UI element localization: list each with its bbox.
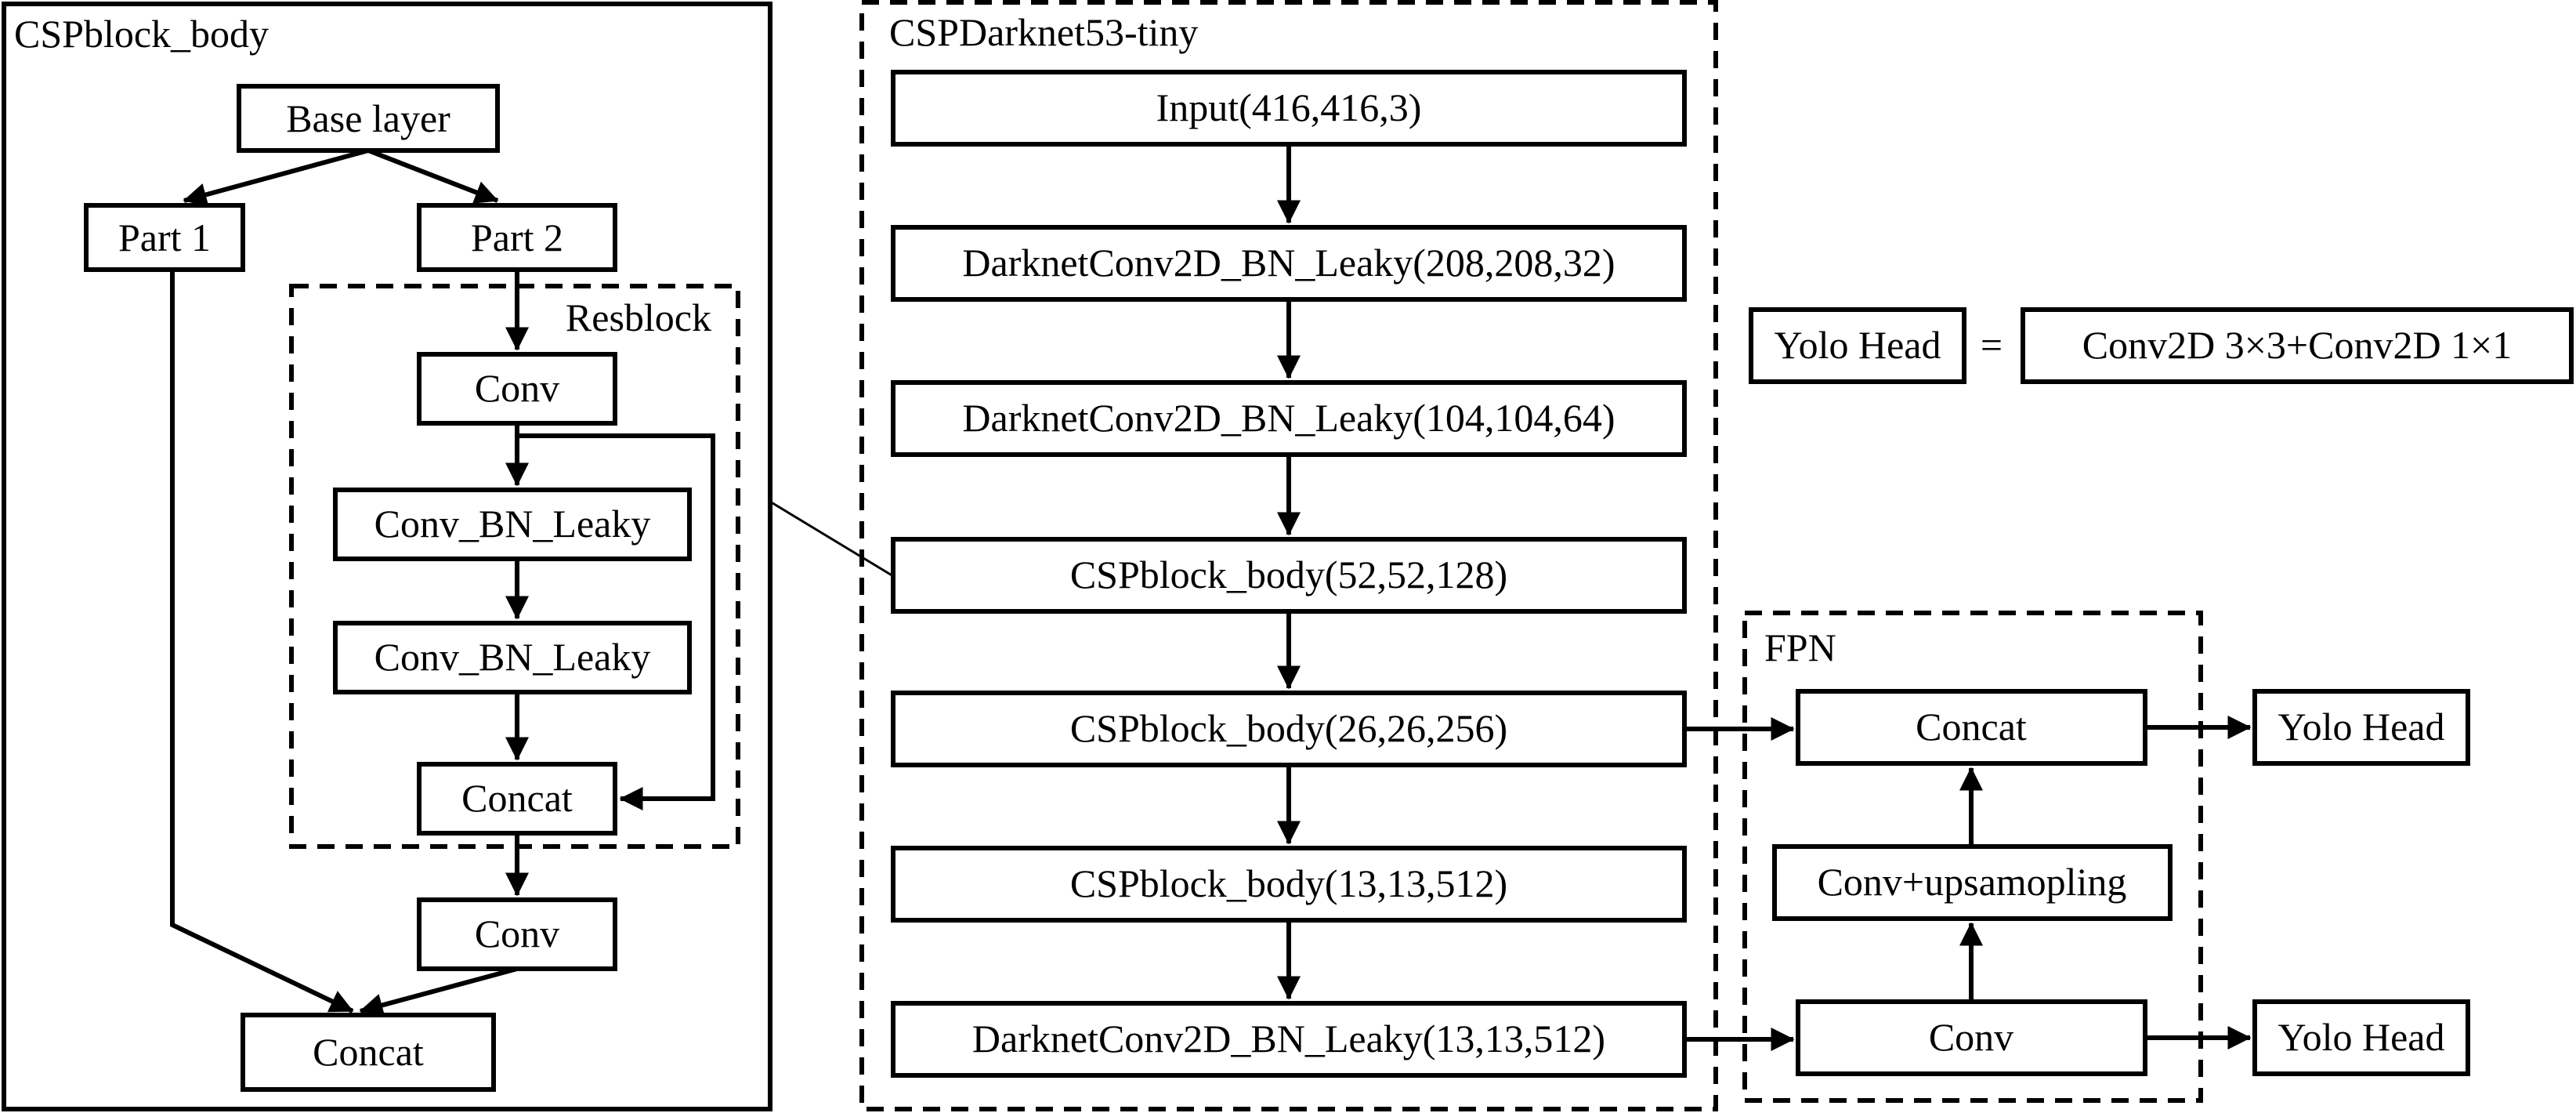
csp-concat-label: Concat [313, 1030, 424, 1074]
base-layer-node: Base layer [237, 84, 500, 153]
backbone-layer-label: CSPblock_body(52,52,128) [1070, 553, 1507, 596]
backbone-frame [859, 0, 1718, 1111]
legend-yolo-head-box [1749, 307, 1966, 384]
legend-yolo-head-label: Yolo Head [1775, 323, 1941, 367]
backbone-layer-csp-52: CSPblock_body(52,52,128) [891, 537, 1687, 614]
arrow-residual-shortcut [517, 433, 715, 810]
csp-block-title: CSPblock_body [14, 12, 269, 56]
yolo-head-bottom-label: Yolo Head [2278, 1015, 2445, 1059]
backbone-layer-csp-13: CSPblock_body(13,13,512) [891, 846, 1687, 923]
backbone-layer-label: DarknetConv2D_BN_Leaky(104,104,64) [962, 396, 1615, 440]
backbone-layer-label: CSPblock_body(13,13,512) [1070, 861, 1507, 905]
conv-bn-leaky-2-label: Conv_BN_Leaky [374, 635, 651, 679]
legend-definition-box [2021, 307, 2574, 384]
resblock-title: Resblock [566, 295, 711, 339]
fpn-concat-node: Concat [1796, 689, 2147, 766]
arrow-conv-to-concat [359, 966, 518, 1017]
backbone-title: CSPDarknet53-tiny [889, 10, 1198, 54]
fpn-conv-label: Conv [1929, 1015, 2013, 1059]
part2-label: Part 2 [471, 216, 563, 259]
csp-concat-node: Concat [241, 1013, 496, 1092]
fpn-frame [1742, 611, 2203, 1103]
fpn-upsample-label: Conv+upsamopling [1818, 860, 2127, 904]
fpn-panel: FPN Concat Conv+upsamopling Conv [1742, 611, 2203, 1103]
yolo-head-legend: Yolo Head = Conv2D 3×3+Conv2D 1×1 [1749, 307, 2574, 384]
legend-definition-label: Conv2D 3×3+Conv2D 1×1 [2082, 323, 2513, 367]
backbone-layer-label: DarknetConv2D_BN_Leaky(208,208,32) [962, 241, 1615, 285]
res-concat-node: Concat [417, 762, 617, 836]
csp-conv-label: Conv [475, 912, 559, 955]
backbone-layer-input: Input(416,416,3) [891, 70, 1687, 147]
base-layer-label: Base layer [286, 96, 450, 140]
backbone-layer-label: Input(416,416,3) [1156, 85, 1422, 129]
fpn-upsample-node: Conv+upsamopling [1772, 844, 2173, 921]
arrow-base-to-part2 [367, 148, 499, 204]
part1-node: Part 1 [84, 203, 245, 272]
arrow-base-to-part1 [183, 148, 369, 206]
backbone-panel: CSPDarknet53-tiny Input(416,416,3) Darkn… [859, 0, 1718, 1111]
yolo-head-top-node: Yolo Head [2252, 689, 2470, 766]
arrow-part1-to-concat [170, 270, 354, 1013]
zoom-connector-line [769, 500, 894, 578]
fpn-title: FPN [1764, 625, 1836, 669]
backbone-layer-conv-13: DarknetConv2D_BN_Leaky(13,13,512) [891, 1001, 1687, 1078]
backbone-layer-label: DarknetConv2D_BN_Leaky(13,13,512) [972, 1017, 1605, 1060]
conv-bn-leaky-1-label: Conv_BN_Leaky [374, 502, 651, 546]
backbone-layer-conv-208: DarknetConv2D_BN_Leaky(208,208,32) [891, 225, 1687, 302]
res-conv-node: Conv [417, 352, 617, 426]
res-conv-label: Conv [475, 366, 559, 410]
legend-equals-sign: = [1981, 323, 2003, 367]
part2-node: Part 2 [417, 203, 617, 272]
fpn-conv-node: Conv [1796, 999, 2147, 1076]
csp-block-panel: CSPblock_body Base layer Part 1 Part 2 R… [2, 2, 772, 1111]
conv-bn-leaky-2-node: Conv_BN_Leaky [333, 621, 692, 694]
yolo-head-bottom-node: Yolo Head [2252, 999, 2470, 1076]
part1-label: Part 1 [118, 216, 211, 259]
backbone-layer-csp-26: CSPblock_body(26,26,256) [891, 691, 1687, 767]
res-concat-label: Concat [461, 776, 573, 820]
yolo-head-top-label: Yolo Head [2278, 705, 2445, 749]
fpn-concat-label: Concat [1916, 705, 2027, 749]
backbone-layer-label: CSPblock_body(26,26,256) [1070, 706, 1507, 750]
conv-bn-leaky-1-node: Conv_BN_Leaky [333, 488, 692, 561]
backbone-layer-conv-104: DarknetConv2D_BN_Leaky(104,104,64) [891, 380, 1687, 457]
csp-block-frame [2, 2, 772, 1111]
csp-conv-node: Conv [417, 897, 617, 971]
